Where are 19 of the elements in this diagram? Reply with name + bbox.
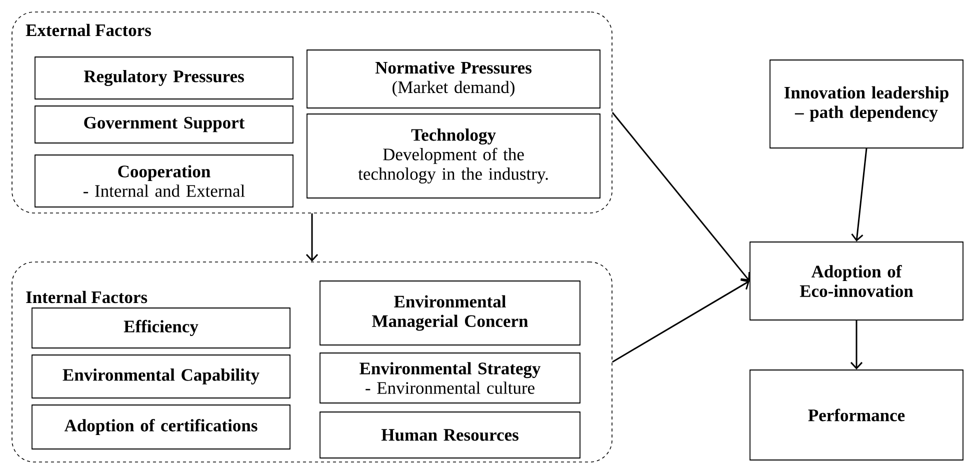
factor-box: Efficiency — [32, 308, 290, 348]
factor-box: Environmental Strategy - Environmental culture — [320, 352, 580, 404]
factor-box: Adoption of Eco-innovation — [750, 242, 964, 320]
arrow — [851, 148, 868, 242]
factor-box: Government Support — [34, 106, 294, 144]
factor-box: Regulatory Pressures — [34, 56, 294, 100]
factor-box: Normative Pressures (Market demand) — [306, 50, 600, 108]
factor-box: Cooperation - Internal and External — [34, 154, 294, 208]
factor-box: Innovation leadership – path dependency — [770, 60, 964, 148]
factor-box: Environmental Managerial Concern — [320, 280, 580, 346]
factor-box: Adoption of certifications — [32, 404, 290, 450]
factor-box: Technology Development of the technology in the industry. — [306, 114, 600, 198]
factor-box: Human Resources — [320, 412, 580, 458]
factor-box: Performance — [750, 370, 964, 460]
arrow — [306, 213, 318, 262]
arrow — [612, 279, 750, 363]
arrow — [850, 320, 863, 370]
arrow — [612, 112, 750, 281]
factor-box: Environmental Capability — [32, 354, 290, 398]
